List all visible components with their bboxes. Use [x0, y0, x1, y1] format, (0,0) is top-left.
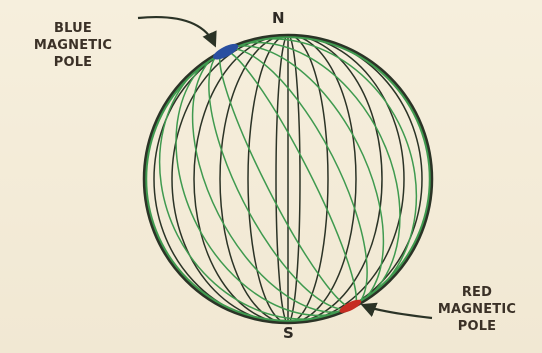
red-label-line-2: MAGNETIC — [418, 301, 536, 318]
north-pole-label: N — [272, 11, 285, 26]
blue-pole-arrow — [138, 17, 215, 45]
blue-magnetic-pole-label: BLUE MAGNETIC POLE — [18, 20, 128, 71]
red-label-line-3: POLE — [418, 318, 536, 335]
blue-label-line-2: MAGNETIC — [18, 37, 128, 54]
pole-markers — [211, 41, 363, 315]
blue-label-line-3: POLE — [18, 54, 128, 71]
blue-label-line-1: BLUE — [18, 20, 128, 37]
south-pole-label: S — [283, 326, 294, 341]
meridian-lines — [112, 0, 464, 353]
red-magnetic-pole-label: RED MAGNETIC POLE — [418, 284, 536, 335]
red-label-line-1: RED — [418, 284, 536, 301]
